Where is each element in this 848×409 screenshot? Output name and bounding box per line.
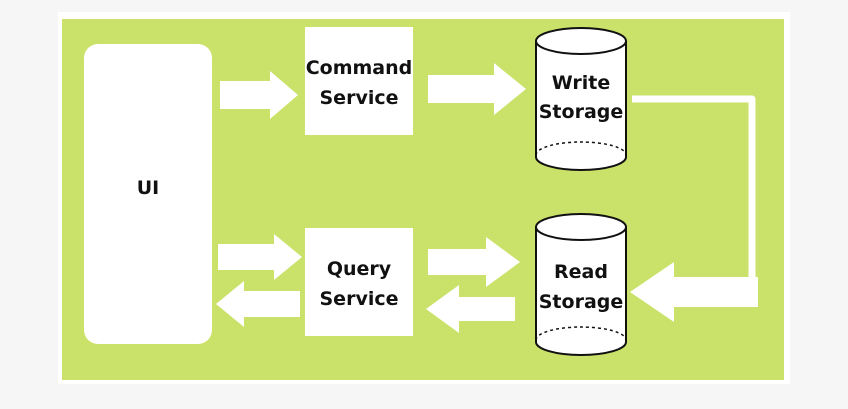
ui-box: [84, 44, 212, 344]
arrow-read-storage-to-query: [426, 285, 515, 333]
arrow-ui-to-command-service: [220, 71, 298, 119]
arrow-query-service-to-ui: [216, 281, 300, 327]
command-service-label-line2: Service: [320, 87, 399, 109]
sync-arrowhead-into-read-storage: [630, 262, 758, 322]
write-storage-cylinder: [535, 27, 627, 171]
cqrs-diagram: UI Command Service Query Service Write S…: [62, 19, 784, 380]
query-service-box: [305, 228, 413, 336]
query-service-label-line2: Service: [320, 288, 399, 310]
read-storage-label-line2: Storage: [539, 291, 624, 313]
arrow-ui-to-query-service: [218, 234, 302, 280]
query-service-label-line1: Query: [327, 258, 392, 280]
read-storage-cylinder: [535, 213, 627, 356]
ui-label: UI: [137, 177, 160, 199]
command-service-label-line1: Command: [306, 57, 413, 79]
arrow-command-to-write-storage: [428, 63, 526, 115]
command-service-box: [305, 27, 413, 135]
write-storage-label-line1: Write: [552, 72, 610, 94]
write-storage-label-line2: Storage: [539, 101, 624, 123]
read-storage-label-line1: Read: [554, 261, 608, 283]
arrow-query-to-read-storage: [428, 237, 520, 287]
